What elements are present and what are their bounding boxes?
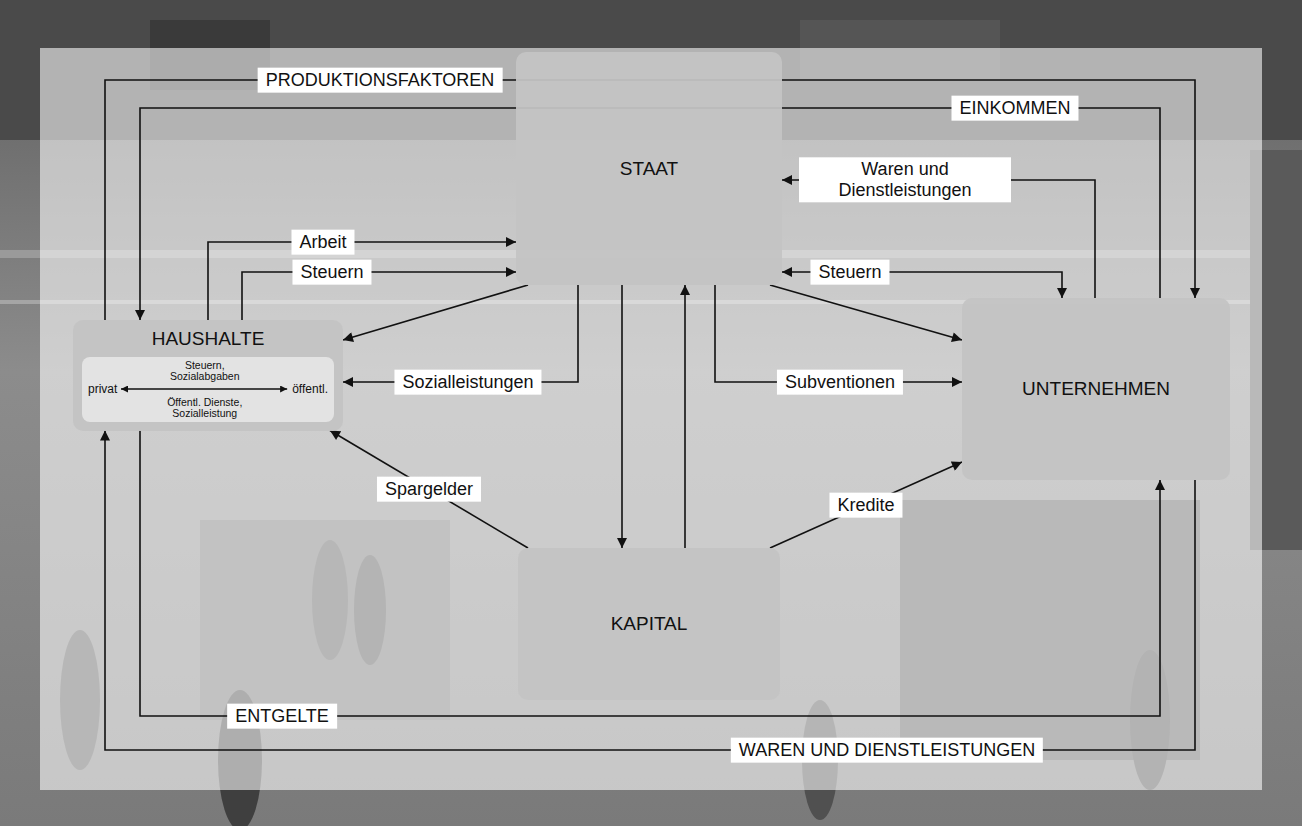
flow-label: EINKOMMEN — [951, 96, 1078, 121]
flow-arrow — [684, 285, 686, 548]
flow-label: Subventionen — [777, 370, 903, 395]
flow-label: Kredite — [829, 493, 902, 518]
households-box: HAUSHALTE Steuern, Sozialabgaben privat öff… — [73, 320, 343, 431]
node-text: HAUSHALTE — [152, 329, 265, 350]
node-text: Öffentl. Dienste, Sozialleistung — [153, 397, 257, 419]
flow-label: Sozialleistungen — [394, 370, 541, 395]
node-text: privat — [88, 383, 117, 396]
flow-arrow — [208, 242, 516, 320]
flow-label: Steuern — [292, 260, 371, 285]
flow-arrow — [343, 285, 578, 382]
flow-arrow — [770, 285, 962, 340]
node-text: Steuern, Sozialabgaben — [153, 360, 257, 382]
node-text: öffentl. — [292, 383, 328, 396]
capital-box: KAPITAL — [518, 548, 780, 700]
flow-arrow — [715, 285, 962, 382]
flow-arrow — [621, 285, 623, 548]
flow-label: Spargelder — [377, 477, 481, 502]
flow-label: Waren und Dienstleistungen — [799, 157, 1011, 202]
flow-label: WAREN UND DIENSTLEISTUNGEN — [731, 738, 1043, 763]
double-arrow — [120, 384, 289, 394]
flow-label: ENTGELTE — [227, 704, 337, 729]
node-text: KAPITAL — [611, 613, 688, 635]
households-inner-box: Steuern, Sozialabgaben privat öffentl. Öffe… — [82, 357, 334, 422]
flow-arrow — [343, 285, 528, 340]
flow-arrow — [330, 431, 528, 548]
node-text: STAAT — [620, 158, 678, 180]
flow-label: PRODUKTIONSFAKTOREN — [258, 68, 503, 93]
node-text: UNTERNEHMEN — [1022, 378, 1170, 400]
companies-box: UNTERNEHMEN — [962, 298, 1230, 480]
flow-label: Steuern — [810, 260, 889, 285]
flow-arrow — [770, 462, 962, 548]
state-box: STAAT — [516, 52, 782, 285]
flow-label: Arbeit — [291, 230, 354, 255]
flow-arrow — [242, 272, 516, 320]
